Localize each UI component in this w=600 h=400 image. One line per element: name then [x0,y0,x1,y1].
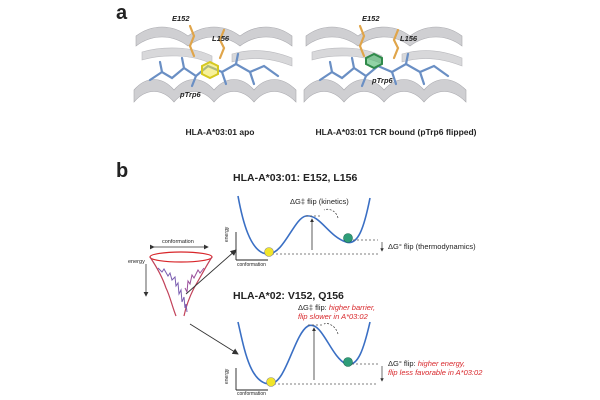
top-axis-conformation-label: conformation [237,262,266,268]
bottom-state-green [343,357,353,367]
funnel-connector-arrows [185,249,239,355]
top-axis-energy-label: energy [224,226,230,242]
bottom-barrier-red-1: higher barrier, [328,303,376,312]
bottom-barrier-red-2: flip slower in A*03:02 [298,311,368,321]
energy-landscape-top [235,195,384,261]
top-energy-note: ΔG° flip (thermodynamics) [388,242,476,251]
top-barrier-note: ΔG‡ flip (kinetics) [290,197,349,206]
panel-b-letter: b [116,160,129,182]
funnel-energy-label: energy [128,259,145,265]
caption-tcr-bound: HLA-A*03:01 TCR bound (pTrp6 flipped) [315,127,477,137]
bottom-barrier-prefix: ΔG‡ flip: [298,303,329,312]
label-e152-bound: E152 [362,14,380,23]
label-ptrp6-apo: pTrp6 [180,90,201,99]
landscape-bottom-title: HLA-A*02: V152, Q156 [233,290,344,302]
structure-apo-svg [133,24,297,103]
structure-apo-image [132,6,300,124]
top-energy-curve [237,195,371,255]
bottom-axis-energy-label: energy [224,368,230,384]
funnel-conformation-label: conformation [162,239,194,245]
label-l156-bound: L156 [400,34,418,43]
energy-landscape-bottom [235,321,384,391]
bottom-energy-red-1: higher energy, [417,359,466,368]
bottom-barrier-note: ΔG‡ flip: higher barrier, flip slower in… [298,303,376,321]
top-state-yellow [264,247,274,257]
energy-funnel-diagram [143,244,213,317]
caption-apo: HLA-A*03:01 apo [185,127,255,137]
structure-tcr-bound-svg [303,24,467,103]
panel-a-letter: a [116,2,128,24]
bottom-energy-note: ΔG° flip: higher energy, flip less favor… [388,359,483,377]
label-e152-apo: E152 [172,14,190,23]
label-ptrp6-bound: pTrp6 [372,76,393,85]
bottom-energy-red-2: flip less favorable in A*03:02 [388,367,483,377]
structure-tcr-bound-image [302,6,470,124]
bottom-energy-curve [237,321,371,385]
top-state-green [343,233,353,243]
landscape-top-title: HLA-A*03:01: E152, L156 [233,172,358,184]
bottom-energy-prefix: ΔG° flip: [388,359,418,368]
bottom-state-yellow [266,377,276,387]
bottom-axis-conformation-label: conformation [237,391,266,397]
label-l156-apo: L156 [212,34,230,43]
